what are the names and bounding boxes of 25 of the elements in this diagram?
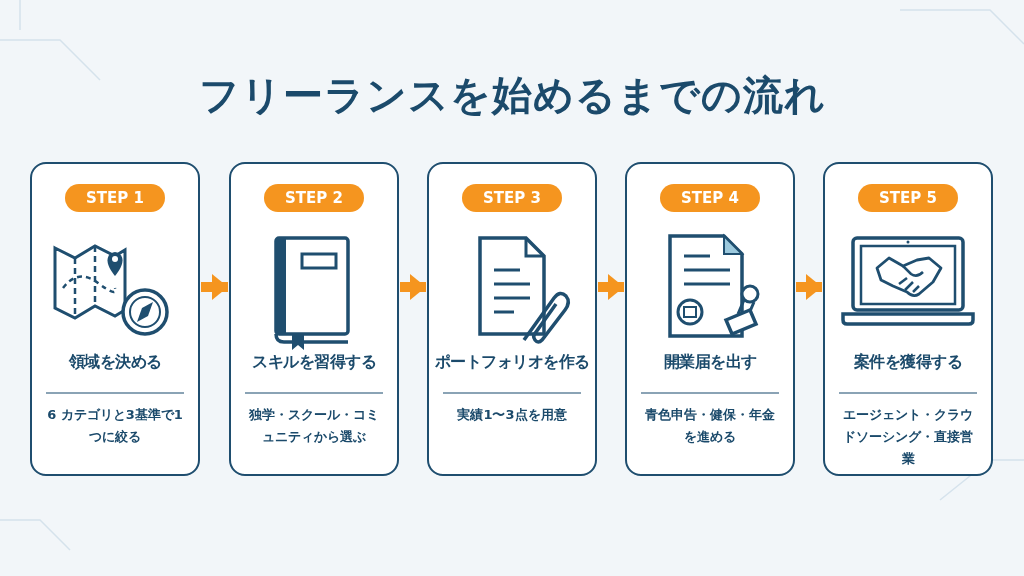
step-description: 青色申告・健保・年金を進める (644, 406, 776, 446)
step-card (625, 162, 795, 476)
step-description: 独学・スクール・コミュニティから選ぶ (248, 406, 380, 446)
step-badge: STEP 5 (858, 184, 958, 212)
step-title: スキルを習得する (251, 352, 377, 373)
step-title: 案件を獲得する (852, 352, 964, 373)
step-card (229, 162, 399, 476)
step-card (30, 162, 200, 476)
step-title: ポートフォリオを作る (433, 352, 591, 373)
arrow (400, 274, 426, 300)
step-description: 6 カテゴリと3基準で1つに絞る (46, 406, 184, 446)
step-card (823, 162, 993, 476)
step-badge: STEP 1 (65, 184, 165, 212)
step-card (427, 162, 597, 476)
step-badge: STEP 4 (660, 184, 760, 212)
arrow (796, 274, 822, 300)
step-badge: STEP 3 (462, 184, 562, 212)
step-description: 実績1〜3点を用意 (456, 406, 568, 424)
step-description: エージェント・クラウドソーシング・直接営業 (842, 406, 974, 468)
arrow (598, 274, 624, 300)
step-badge: STEP 2 (264, 184, 364, 212)
step-title: 領域を決める (67, 352, 163, 373)
step-title: 開業届を出す (662, 352, 758, 373)
heading: フリーランスを始めるまでの流れ (197, 71, 827, 120)
arrow (201, 274, 228, 300)
